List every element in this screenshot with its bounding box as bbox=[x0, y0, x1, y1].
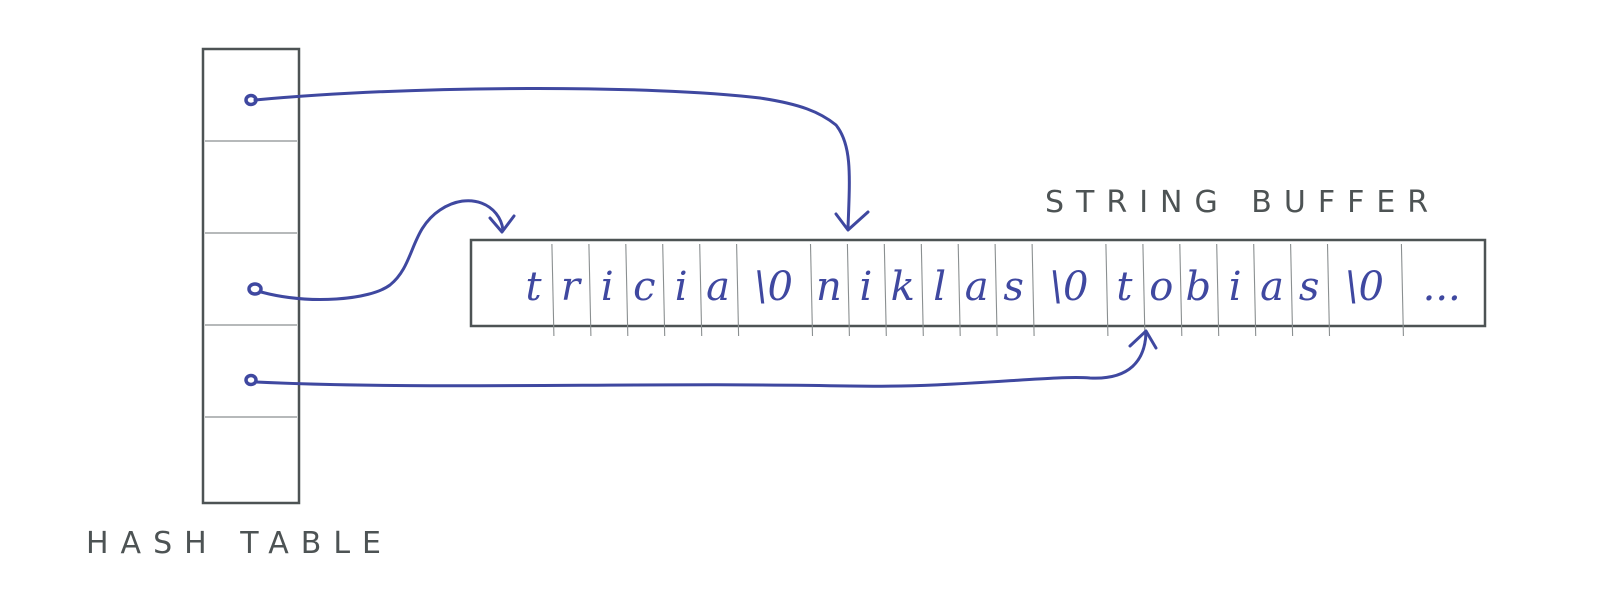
cell-divider bbox=[1179, 243, 1183, 337]
string-buffer-label: STRING BUFFER bbox=[1045, 185, 1440, 220]
cell-divider bbox=[809, 243, 814, 337]
cell-divider bbox=[1400, 243, 1404, 337]
cell-divider bbox=[736, 243, 740, 337]
cell-divider bbox=[1031, 243, 1035, 337]
pointer-arrow-niklas bbox=[253, 86, 851, 230]
cell-divider bbox=[957, 243, 961, 337]
buffer-cell-char: r bbox=[561, 264, 583, 310]
hash-table bbox=[201, 47, 301, 505]
buffer-cell-char: t bbox=[525, 264, 542, 310]
buffer-cell-char: i bbox=[860, 264, 873, 310]
pointer-niklas bbox=[244, 86, 870, 232]
cell-divider bbox=[1142, 243, 1146, 337]
cell-divider bbox=[662, 243, 666, 337]
cell-divider bbox=[920, 243, 924, 337]
buffer-cell-char: l bbox=[933, 264, 946, 310]
buffer-cell-char: a bbox=[1260, 264, 1284, 310]
arrowhead-icon bbox=[834, 210, 870, 232]
cell-divider bbox=[699, 243, 703, 337]
cell-divider bbox=[1216, 243, 1220, 337]
buffer-cell-char: b bbox=[1185, 264, 1211, 310]
arrowhead-icon bbox=[1128, 329, 1158, 350]
cell-divider bbox=[1290, 243, 1294, 337]
buffer-cell-char: o bbox=[1149, 264, 1173, 310]
cell-divider bbox=[625, 243, 629, 337]
pointer-tricia bbox=[247, 199, 516, 301]
buffer-cell-char: a bbox=[965, 264, 989, 310]
cell-divider bbox=[1326, 243, 1331, 337]
pointer-arrow-tricia bbox=[259, 199, 505, 301]
pointer-dot bbox=[247, 282, 263, 296]
buffer-cell-char: \0 bbox=[754, 264, 793, 310]
buffer-cell-char: n bbox=[816, 264, 842, 310]
buffer-cell-char: t bbox=[1116, 264, 1133, 310]
arrowhead-icon bbox=[488, 214, 516, 234]
cell-divider bbox=[883, 243, 887, 337]
cell-divider bbox=[1105, 243, 1109, 337]
buffer-cell-char: ... bbox=[1423, 264, 1461, 310]
buffer-cell-char: i bbox=[675, 264, 688, 310]
pointer-dot bbox=[244, 373, 258, 387]
pointer-tobias bbox=[244, 329, 1158, 388]
buffer-cell-char: s bbox=[1299, 264, 1320, 310]
hash-table-box bbox=[201, 47, 301, 505]
cell-divider bbox=[846, 243, 850, 337]
buffer-cell-char: i bbox=[1229, 264, 1242, 310]
cell-divider bbox=[1253, 243, 1257, 337]
buffer-cell-char: \0 bbox=[1345, 264, 1384, 310]
buffer-cell-char: i bbox=[601, 264, 614, 310]
buffer-cell-char: k bbox=[891, 264, 915, 310]
buffer-cell-char: s bbox=[1003, 264, 1024, 310]
buffer-cell-char: \0 bbox=[1050, 264, 1089, 310]
hash-table-label: HASH TABLE bbox=[86, 526, 393, 561]
cell-divider bbox=[551, 243, 555, 337]
pointer-arrow-tobias bbox=[254, 331, 1148, 388]
cell-divider bbox=[994, 243, 998, 337]
string-buffer-box bbox=[469, 238, 1487, 328]
buffer-cell-char: c bbox=[633, 264, 655, 310]
cell-divider bbox=[588, 243, 592, 337]
buffer-cell-char: a bbox=[706, 264, 730, 310]
